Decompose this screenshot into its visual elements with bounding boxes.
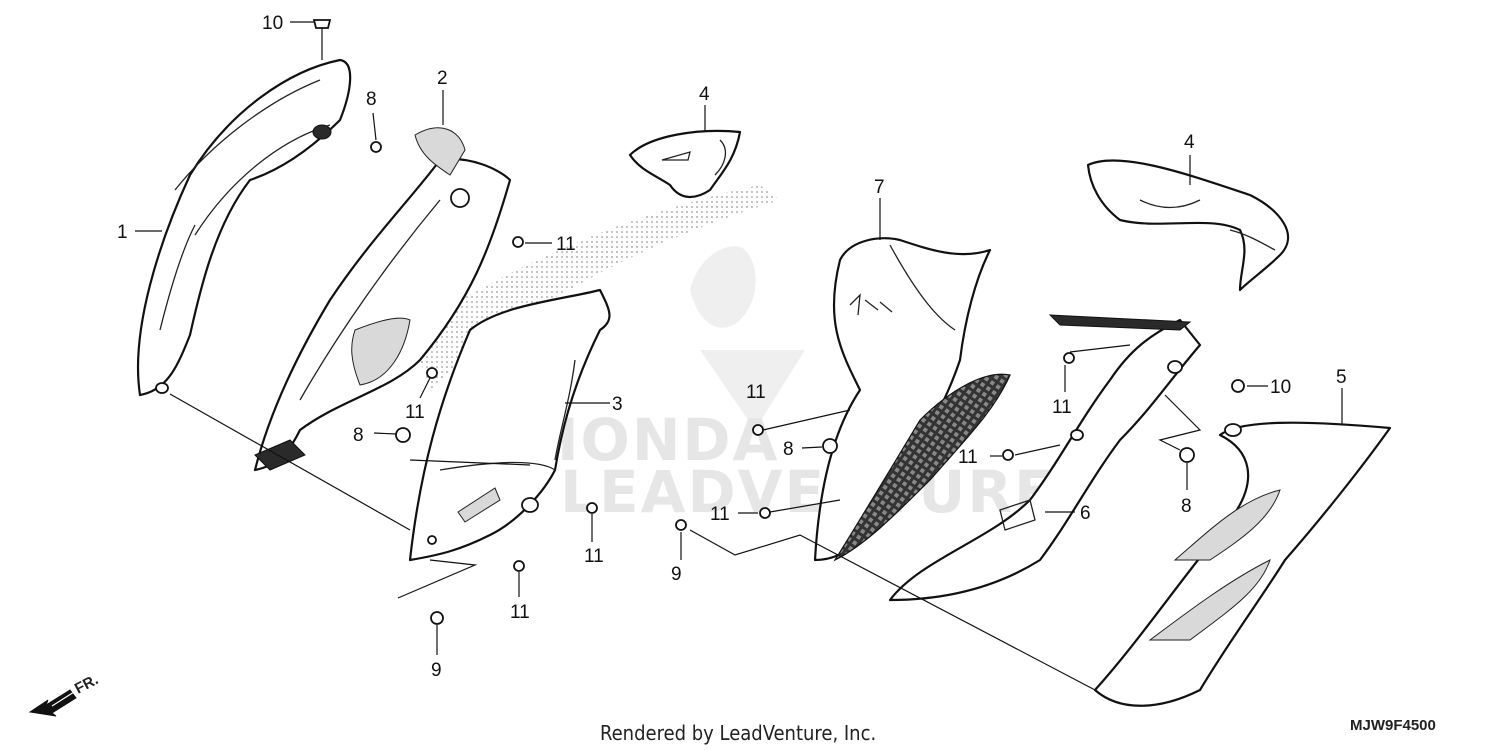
callout-9: 9 [431, 660, 442, 681]
callout-6: 6 [1080, 503, 1091, 524]
part-1-cowl [136, 58, 352, 397]
callout-5: 5 [1336, 367, 1347, 388]
callout-11: 11 [584, 546, 604, 567]
callout-10: 10 [262, 13, 283, 34]
callout-8: 8 [783, 439, 794, 460]
callout-4: 4 [1184, 132, 1195, 153]
callout-7: 7 [874, 177, 885, 198]
callout-11: 11 [405, 402, 425, 423]
callouts: 10 1 8 2 11 11 8 3 11 11 9 4 7 11 8 11 1… [117, 13, 1347, 681]
footer-credit: Rendered by LeadVenture, Inc. [600, 721, 876, 745]
callout-8: 8 [353, 425, 364, 446]
shading-band [410, 185, 780, 390]
callout-11: 11 [746, 382, 766, 403]
part-5-right-cowl [1093, 421, 1392, 707]
callout-8: 8 [366, 89, 377, 110]
part-6-lower-frame [888, 314, 1202, 602]
callout-2: 2 [437, 68, 448, 89]
part-7-center-cowl [813, 237, 1011, 562]
callout-9: 9 [671, 564, 682, 585]
front-indicator: FR. [28, 671, 101, 717]
watermark: HONDA LEADVENTURE [530, 246, 1056, 526]
callout-8: 8 [1181, 496, 1192, 517]
part-3-middle-cowl [408, 288, 611, 562]
callout-10: 10 [1270, 377, 1291, 398]
callout-11: 11 [556, 234, 576, 255]
front-indicator-label: FR. [72, 671, 101, 697]
callout-4: 4 [699, 84, 710, 105]
callout-11: 11 [510, 602, 530, 623]
callout-11: 11 [1052, 397, 1072, 418]
part-4-inner-trim-left [628, 129, 742, 198]
callout-1: 1 [117, 222, 128, 243]
watermark-text-2: LEADVENTURE [560, 458, 1056, 526]
part-4-inner-trim-right [1086, 159, 1290, 292]
leader-lines [135, 21, 1343, 691]
callout-11: 11 [710, 504, 730, 525]
watermark-text-1: HONDA [530, 406, 779, 474]
fasteners [312, 19, 1245, 625]
callout-3: 3 [612, 394, 623, 415]
callout-11: 11 [958, 447, 978, 468]
part-2-inner-cover [253, 127, 512, 472]
diagram-code: MJW9F4500 [1350, 717, 1436, 734]
